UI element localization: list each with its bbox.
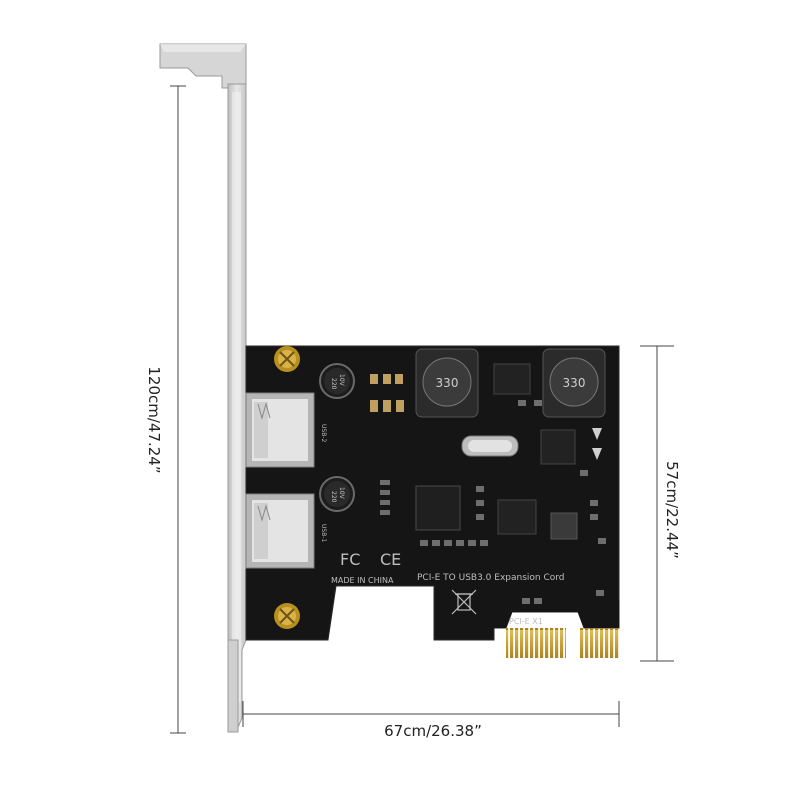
ic-chips <box>415 363 578 540</box>
product-name-silkscreen: PCI-E TO USB3.0 Expansion Cord <box>417 573 565 583</box>
card-height-dimension-line <box>640 345 674 662</box>
bracket-height-label: 120cm/47.24” <box>145 366 163 474</box>
fcc-mark: FC <box>340 550 360 569</box>
silkscreen: FC CE MADE IN CHINA PCI-E TO USB3.0 Expa… <box>320 424 565 626</box>
capacitor-lower-rating: 10V <box>338 487 345 500</box>
inductor-left: 330 <box>415 348 479 418</box>
pcie-gold-contacts <box>506 628 620 658</box>
inductor-right-code: 330 <box>563 376 586 390</box>
capacitor-upper: 220 10V <box>319 363 355 399</box>
smd-components <box>370 374 606 604</box>
capacitor-upper-value: 220 <box>330 378 337 390</box>
width-dimension-line <box>242 701 620 727</box>
usb-port-upper <box>245 392 315 468</box>
slot-label: PCI-E X1 <box>509 617 543 626</box>
made-in-label: MADE IN CHINA <box>331 576 394 585</box>
port-label-lower: USB-1 <box>320 524 327 542</box>
height-dimension-line <box>170 85 186 734</box>
port-label-upper: USB-2 <box>320 424 327 442</box>
weee-bin-symbol <box>451 589 477 615</box>
metal-bracket <box>159 43 247 733</box>
card-width-label: 67cm/26.38” <box>384 722 482 740</box>
capacitor-lower-value: 220 <box>330 491 337 503</box>
capacitor-lower: 220 10V <box>319 476 355 512</box>
screw-bottom <box>274 603 300 629</box>
capacitor-upper-rating: 10V <box>338 374 345 387</box>
ce-mark: CE <box>380 550 401 569</box>
usb-port-lower <box>245 493 315 569</box>
inductor-left-code: 330 <box>436 376 459 390</box>
screw-top <box>274 346 300 372</box>
inductor-right: 330 <box>542 348 606 418</box>
card-height-label: 57cm/22.44” <box>663 461 681 559</box>
